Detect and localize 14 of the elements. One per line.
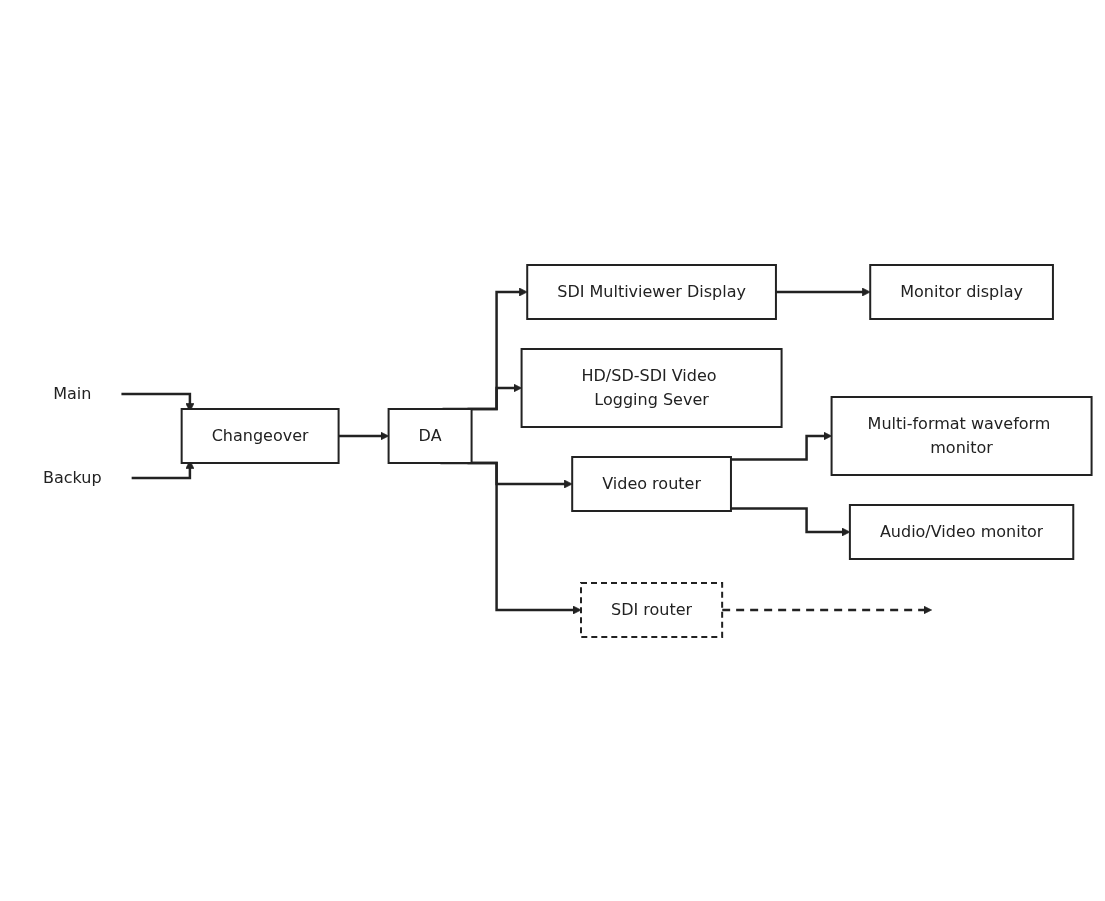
node-box: DA [387,407,473,464]
arrow [731,506,851,536]
node-box: Audio/Video monitor [849,503,1075,560]
node-box: Multi-format waveform monitor [830,395,1093,476]
node-box: Monitor display [869,263,1055,320]
node-box: HD/SD-SDI Video Logging Sever [520,347,783,428]
node-box: SDI Multiviewer Display [526,263,778,320]
node-text: Main [53,383,92,403]
arrow [776,287,871,296]
node-box: SDI router [580,581,724,638]
node-box: Changeover [180,407,340,464]
arrow [722,605,933,614]
node-box: Video router [571,455,733,512]
node-text: Backup [43,467,102,487]
